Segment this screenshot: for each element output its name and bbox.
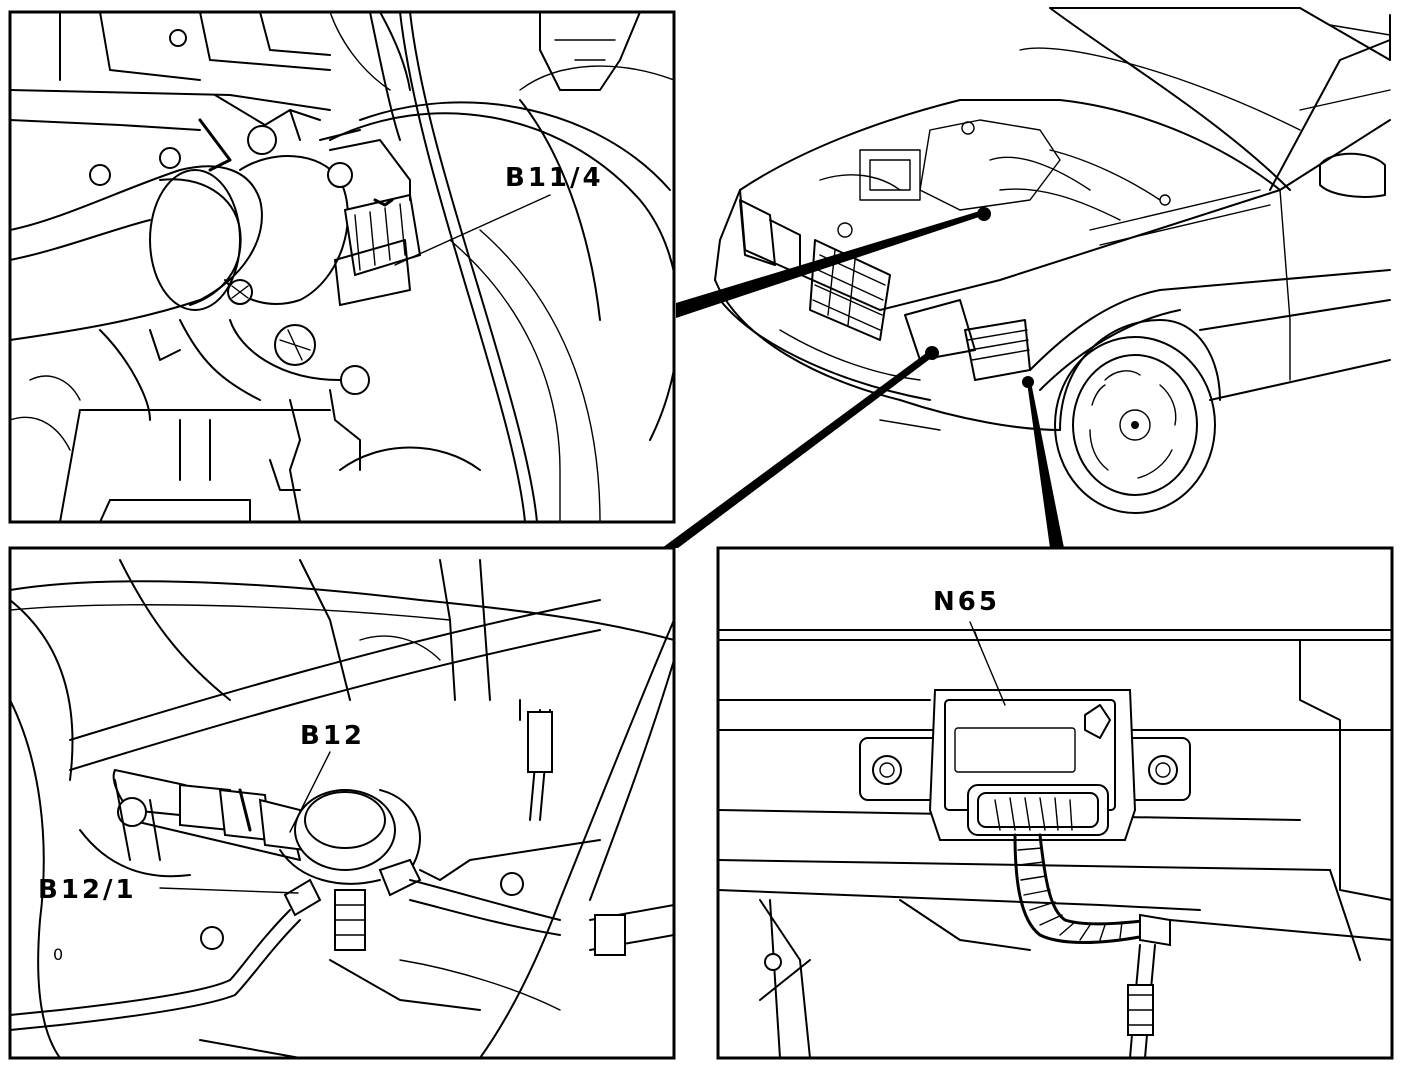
label-n65: N65 <box>933 587 1000 617</box>
brake-fluid-level-sensor <box>112 768 421 885</box>
panel-frame-b12 <box>8 546 676 1060</box>
coolant-temp-sensor-connector <box>319 129 422 306</box>
brake-pad-wear-sensor <box>283 858 422 951</box>
label-b12-1: B12/1 <box>38 875 137 905</box>
label-small-zero: 0 <box>53 945 63 964</box>
b12-1-callout-line <box>159 887 299 894</box>
b11-4-location-marker <box>977 207 991 221</box>
b12-location-marker <box>925 346 939 360</box>
mounting-nut-left <box>872 755 902 785</box>
panel-b11-4: B11/4 <box>8 10 676 524</box>
wiring-harness <box>1013 833 1171 1058</box>
panel-frame-b11-4 <box>8 10 676 524</box>
panel-n65: N65 <box>716 546 1394 1060</box>
label-b12: B12 <box>300 721 365 751</box>
callout-leader-lines <box>662 207 1064 548</box>
b12-callout-line <box>289 751 331 833</box>
label-b11-4: B11/4 <box>505 163 604 193</box>
n65-location-marker <box>1022 376 1034 388</box>
bolt-hardware <box>89 29 370 395</box>
panel-frame-n65 <box>716 546 1394 1060</box>
car-overview-illustration <box>714 7 1391 514</box>
mounting-nut-right <box>1148 755 1178 785</box>
panel-b12: B12 B12/1 0 <box>8 546 676 1060</box>
control-unit-n65 <box>859 689 1191 841</box>
b11-4-callout-line <box>394 194 551 266</box>
